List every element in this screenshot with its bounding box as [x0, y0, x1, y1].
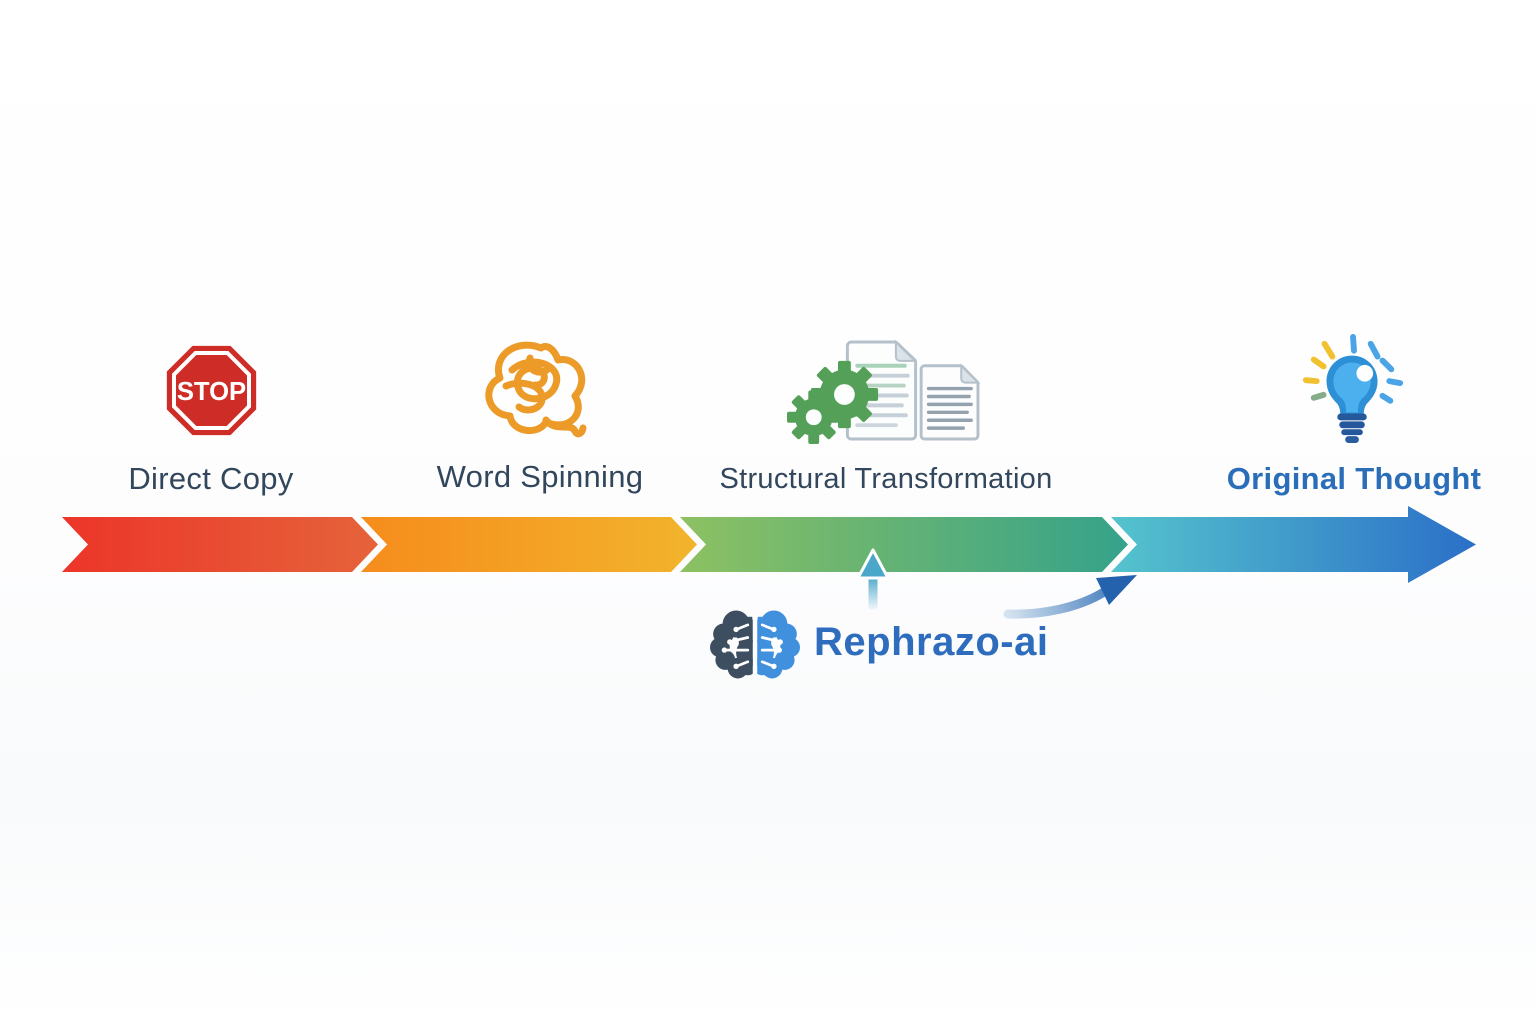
stage-label: Structural Transformation	[719, 463, 1053, 495]
stage-original-thought: Original Thought	[1227, 330, 1481, 497]
stage-label: Original Thought	[1226, 461, 1482, 496]
stop-sign-text: STOP	[176, 378, 245, 406]
lightbulb-icon	[1302, 334, 1404, 443]
gradient-timeline-arrow	[62, 506, 1476, 583]
segment-word-spinning	[361, 517, 697, 572]
segment-original-thought	[1111, 506, 1476, 583]
segment-structural-transformation	[680, 517, 1128, 572]
segment-direct-copy	[62, 517, 378, 572]
gear-small	[787, 390, 841, 444]
brand-name: Rephrazo-ai	[814, 620, 1049, 664]
stage-direct-copy: STOP Direct Copy	[91, 343, 331, 497]
bulb-rays	[1302, 334, 1404, 404]
tangled-scribble-icon	[485, 341, 587, 438]
brand-lockup: Rephrazo-ai	[710, 602, 1048, 682]
stage-label: Direct Copy	[128, 461, 294, 496]
stop-sign-ring	[171, 350, 251, 431]
gears-documents-icon	[787, 339, 981, 444]
stop-sign-icon: STOP	[166, 345, 256, 436]
brain-circuit-nodes	[721, 626, 783, 669]
pointer-arrow-icon	[856, 548, 890, 610]
stop-sign-octagon	[166, 345, 256, 436]
curved-arrow-icon	[1003, 575, 1137, 619]
stage-word-spinning: Word Spinning	[420, 336, 660, 495]
document-front	[919, 363, 981, 441]
brain-circuit-icon	[710, 610, 800, 679]
bulb-base	[1337, 413, 1367, 443]
bulb-highlight	[1356, 364, 1374, 382]
stage-label: Word Spinning	[436, 459, 644, 494]
stage-structural-transformation: Structural Transformation	[719, 337, 1052, 496]
brain-circuit-traces	[725, 623, 779, 667]
